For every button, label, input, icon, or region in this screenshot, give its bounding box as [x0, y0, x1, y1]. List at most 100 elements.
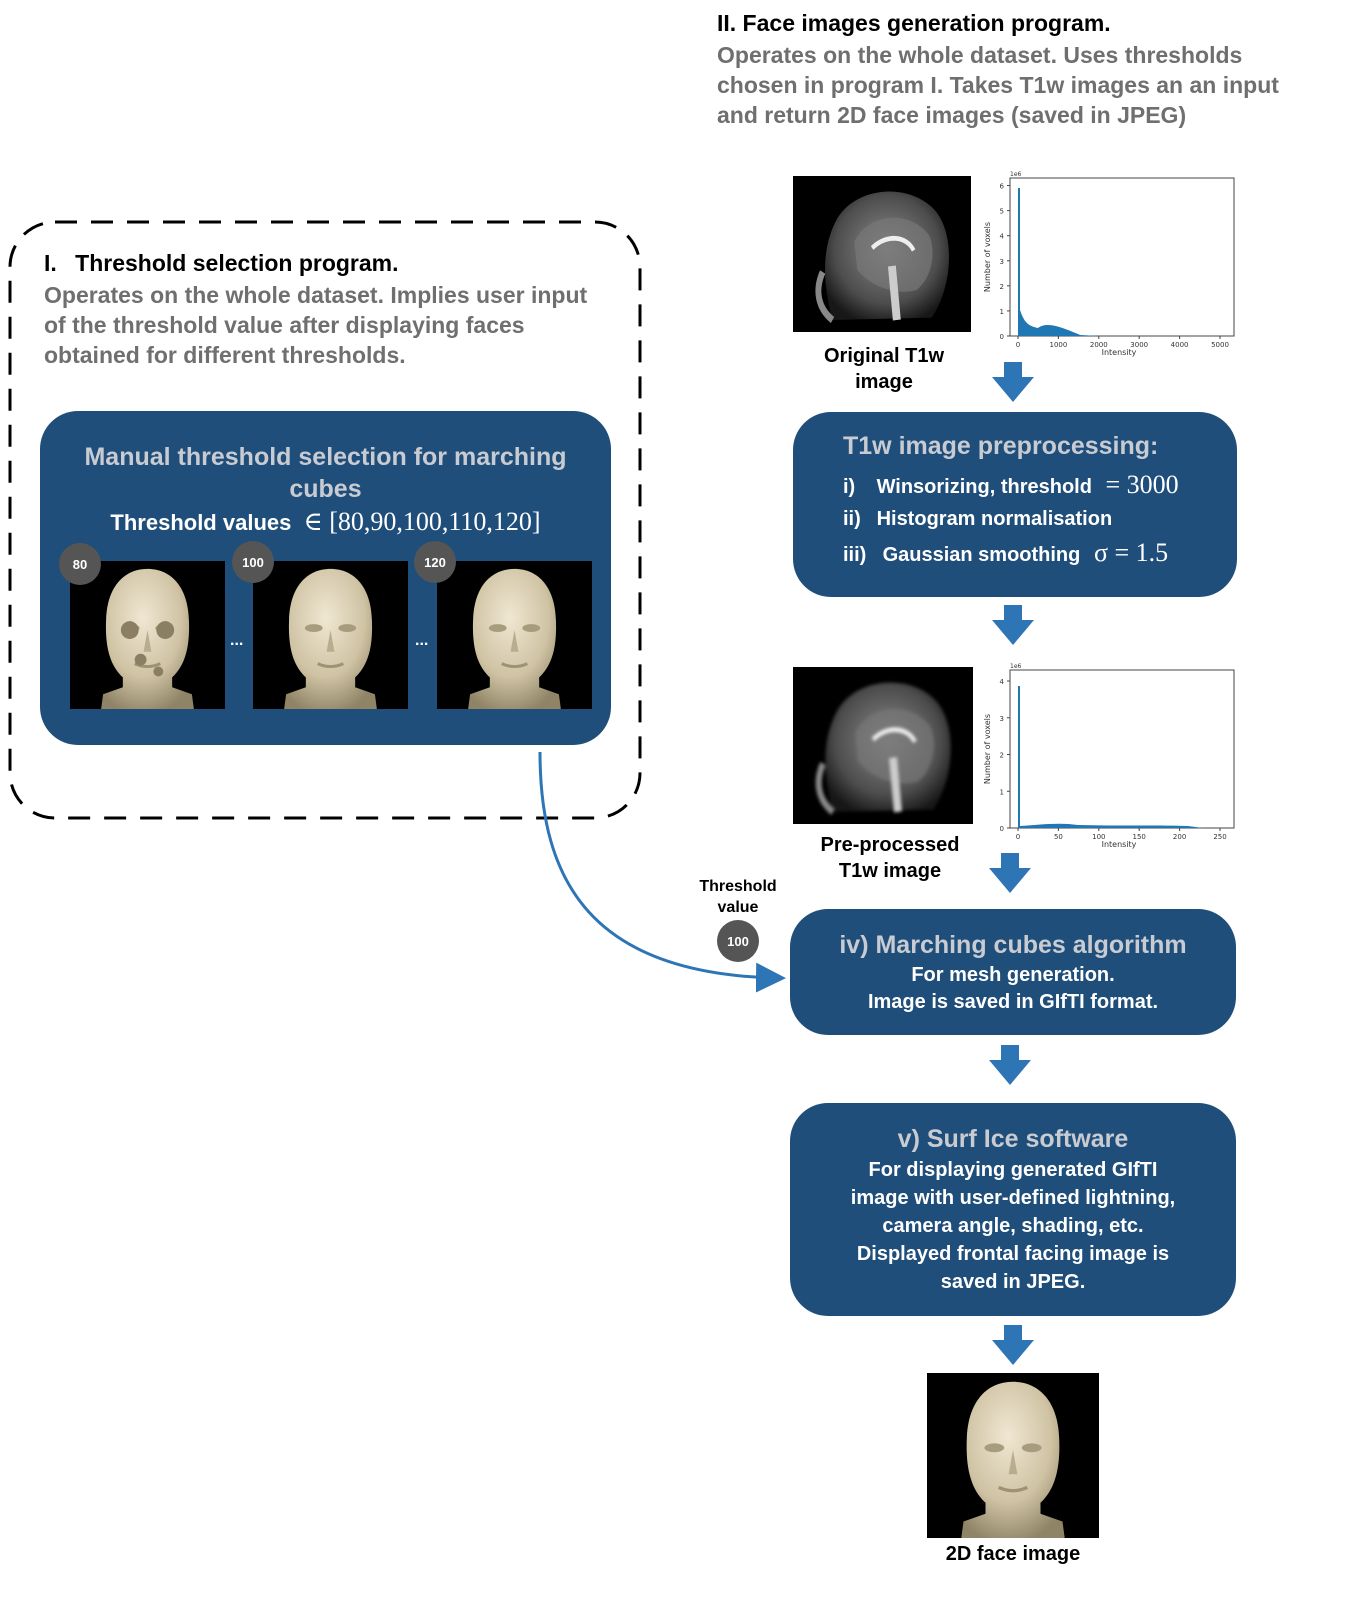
- histogram-bar: [1020, 310, 1099, 336]
- preprocessing-step-1: i) Winsorizing, threshold = 3000: [843, 471, 1237, 501]
- ellipsis: ...: [230, 632, 244, 649]
- x-tick-label: 150: [1133, 833, 1146, 841]
- desc-line: For displaying generated GIfTI: [868, 1159, 1158, 1181]
- y-exponent-label: 1e6: [1010, 663, 1022, 670]
- threshold-values-line: Threshold values ∈ [80,90,100,110,120]: [40, 507, 611, 537]
- caption-line: value: [717, 899, 759, 916]
- y-exponent-label: 1e6: [1010, 171, 1022, 178]
- histogram-bar: [1020, 823, 1203, 828]
- desc-line: camera angle, shading, etc.: [882, 1215, 1144, 1237]
- x-tick-label: 5000: [1211, 341, 1229, 349]
- section1-desc-line: Operates on the whole dataset. Implies u…: [44, 282, 588, 308]
- desc-line: image with user-defined lightning,: [850, 1187, 1176, 1209]
- threshold-box-title: Manual threshold selection for marching …: [40, 441, 611, 505]
- y-axis-label: Number of voxels: [983, 714, 992, 784]
- marching-cubes-box: iv) Marching cubes algorithm For mesh ge…: [790, 909, 1236, 1035]
- x-tick-label: 100: [1092, 833, 1105, 841]
- step-math: = 3000: [1105, 470, 1179, 499]
- original-t1w-caption: Original T1w image: [800, 343, 968, 395]
- y-tick-label: 4: [1000, 678, 1005, 686]
- x-tick-label: 50: [1054, 833, 1063, 841]
- preprocessed-t1w-caption: Pre-processed T1w image: [795, 832, 985, 884]
- y-tick-label: 1: [1000, 308, 1004, 316]
- x-axis-label: Intensity: [1102, 348, 1137, 357]
- threshold-value-badge: 100: [717, 920, 759, 962]
- step-number: ii): [843, 508, 861, 530]
- down-arrow: [989, 853, 1031, 893]
- y-tick-label: 1: [1000, 788, 1004, 796]
- section1-heading-text: Threshold selection program.: [75, 250, 399, 276]
- y-tick-label: 2: [1000, 283, 1004, 291]
- step-text: Histogram normalisation: [876, 508, 1113, 530]
- preprocessing-step-3: iii) Gaussian smoothing σ = 1.5: [843, 539, 1237, 569]
- y-tick-label: 0: [1000, 333, 1004, 341]
- x-axis-label: Intensity: [1102, 840, 1137, 849]
- threshold-box-title-line: Manual threshold selection for marching: [84, 443, 567, 471]
- threshold-values-label: Threshold values: [110, 510, 292, 535]
- y-axis-label: Number of voxels: [983, 222, 992, 292]
- original-t1w-mri: [793, 176, 971, 332]
- final-2d-face-image: [927, 1373, 1099, 1538]
- section1-desc-line: of the threshold value after displaying …: [44, 312, 525, 338]
- preprocessing-title: T1w image preprocessing:: [843, 432, 1159, 460]
- caption-line: T1w image: [838, 860, 942, 882]
- final-face-caption: 2D face image: [945, 1543, 1081, 1565]
- face-render-120: [437, 561, 592, 709]
- surf-ice-title: v) Surf Ice software: [897, 1125, 1129, 1153]
- threshold-values-set: ∈ [80,90,100,110,120]: [303, 507, 541, 536]
- step-number: iii): [843, 544, 867, 566]
- histogram-bar: [1018, 188, 1020, 336]
- threshold-box-title-line: cubes: [289, 475, 362, 503]
- step-text: Winsorizing, threshold: [876, 476, 1092, 498]
- threshold-badge-100: 100: [232, 541, 274, 583]
- y-tick-label: 6: [1000, 183, 1005, 191]
- desc-line: Image is saved in GIfTI format.: [867, 991, 1159, 1013]
- caption-line: Threshold: [699, 878, 777, 895]
- section1-desc-line: obtained for different thresholds.: [44, 342, 406, 368]
- y-tick-label: 5: [1000, 208, 1004, 216]
- surf-ice-description: For displaying generated GIfTI image wit…: [790, 1156, 1236, 1296]
- y-tick-label: 3: [1000, 258, 1004, 266]
- section2-desc-line: and return 2D face images (saved in JPEG…: [717, 102, 1187, 128]
- section2-heading: II. Face images generation program.: [717, 10, 1111, 36]
- threshold-badge-80: 80: [59, 543, 101, 585]
- y-tick-label: 3: [1000, 715, 1004, 723]
- y-tick-label: 2: [1000, 752, 1004, 760]
- desc-line: saved in JPEG.: [940, 1271, 1086, 1293]
- preprocessing-step-2: ii) Histogram normalisation: [843, 505, 1237, 533]
- caption-line: Pre-processed: [820, 834, 960, 856]
- x-tick-label: 1000: [1049, 341, 1067, 349]
- y-tick-label: 0: [1000, 825, 1004, 833]
- histogram-bar: [1018, 686, 1020, 828]
- x-tick-label: 0: [1016, 833, 1020, 841]
- section1-heading: I. Threshold selection program.: [44, 250, 399, 277]
- section1-dashed-frame: [8, 220, 642, 820]
- x-tick-label: 0: [1016, 341, 1020, 349]
- threshold-value-label: Threshold value: [688, 876, 788, 918]
- plot-frame: [1009, 177, 1235, 337]
- down-arrow: [989, 1045, 1031, 1085]
- step-number: i): [843, 476, 856, 498]
- section2-desc-line: chosen in program I. Takes T1w images an…: [717, 72, 1279, 98]
- preprocessed-t1w-mri: [793, 667, 973, 824]
- x-tick-label: 2000: [1090, 341, 1108, 349]
- y-tick-label: 4: [1000, 233, 1005, 241]
- down-arrow: [992, 605, 1034, 645]
- section1-description: Operates on the whole dataset. Implies u…: [44, 280, 587, 370]
- x-tick-label: 3000: [1130, 341, 1148, 349]
- desc-line: Displayed frontal facing image is: [856, 1243, 1170, 1265]
- threshold-badge-120: 120: [414, 541, 456, 583]
- preprocessing-box: T1w image preprocessing: i) Winsorizing,…: [793, 412, 1237, 597]
- plot-frame: [1009, 669, 1235, 829]
- down-arrow: [992, 362, 1034, 402]
- face-render-100: [253, 561, 408, 709]
- section1-heading-number: I.: [44, 250, 57, 276]
- x-tick-label: 250: [1213, 833, 1226, 841]
- section2-description: Operates on the whole dataset. Uses thre…: [717, 40, 1279, 130]
- x-tick-label: 200: [1173, 833, 1186, 841]
- caption-line: image: [855, 371, 913, 393]
- desc-line: For mesh generation.: [911, 964, 1115, 986]
- step-text: Gaussian smoothing: [882, 544, 1081, 566]
